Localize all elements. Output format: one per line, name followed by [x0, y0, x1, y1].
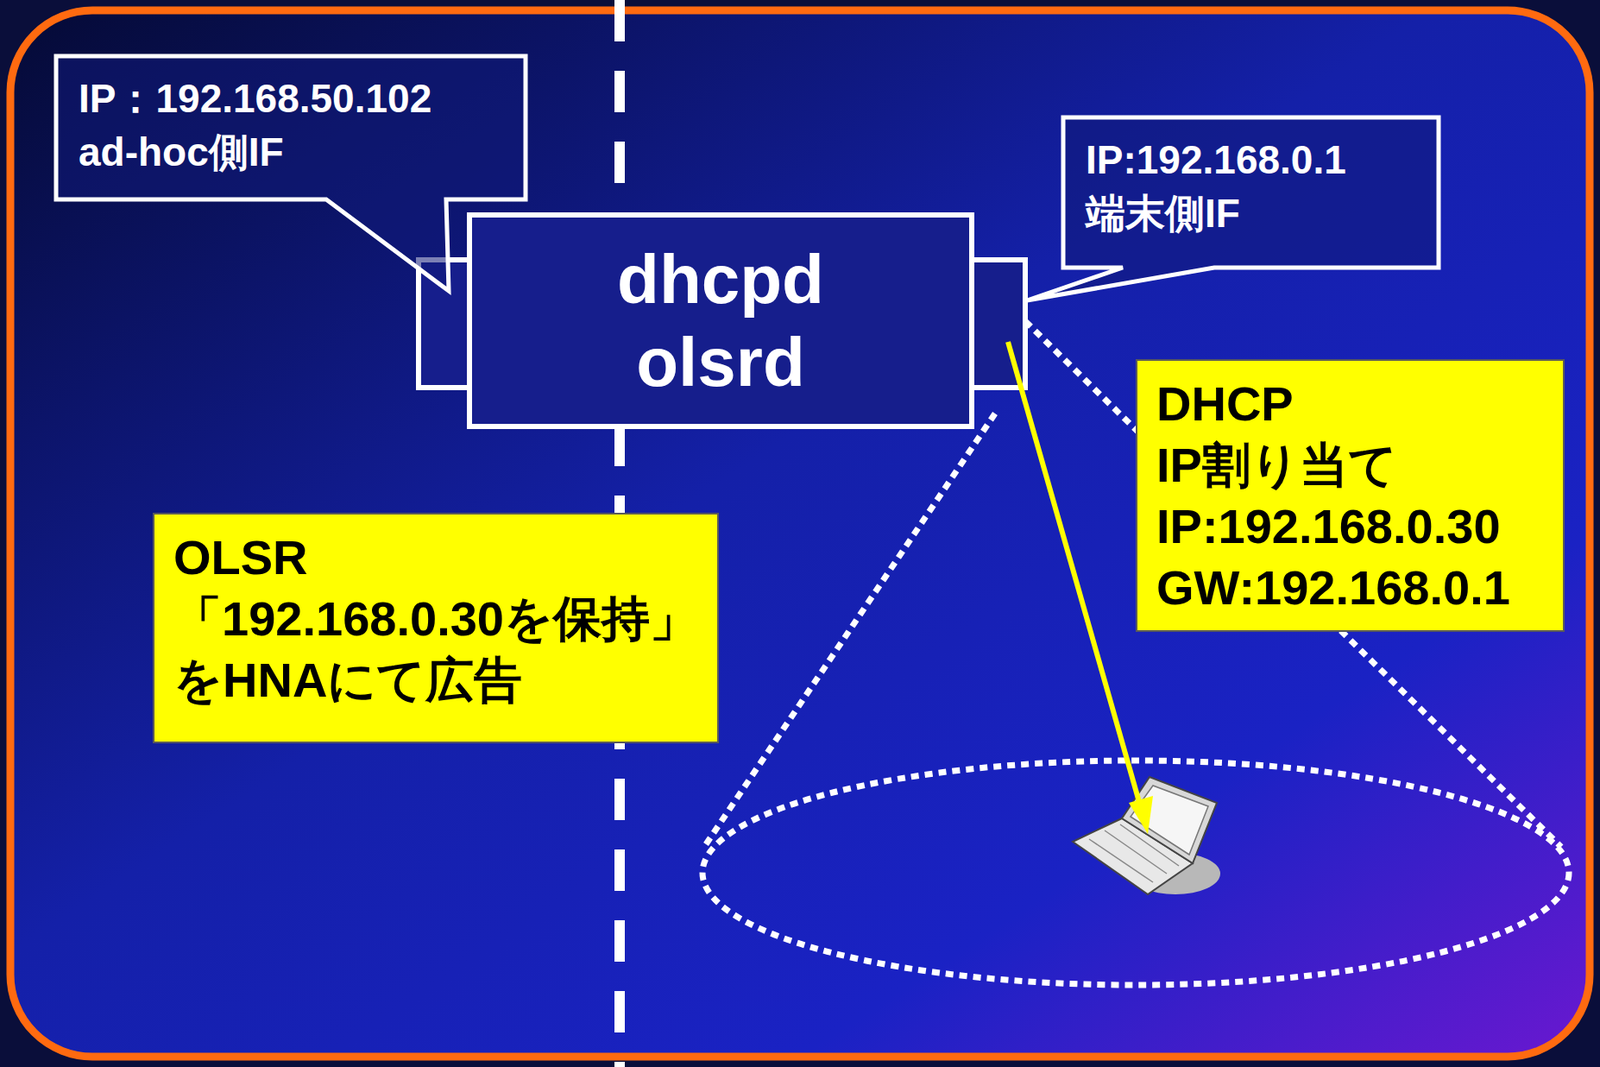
heading-text: IP：192.168.50.102 — [78, 71, 504, 126]
callout-shape — [1026, 117, 1439, 301]
body-text: IP割り当て — [1156, 434, 1544, 496]
body-text: 「192.168.0.30を保持」 — [173, 587, 699, 649]
note-box: OLSR「192.168.0.30を保持」をHNAにて広告 — [152, 512, 719, 744]
assign-arrowhead — [1128, 795, 1153, 834]
body-text: をHNAにて広告 — [173, 648, 699, 711]
body-text: 端末側IF — [1085, 186, 1417, 240]
heading-text: DHCP — [1156, 372, 1544, 435]
laptop-keys — [1089, 838, 1153, 882]
body-text: GW:192.168.0.1 — [1156, 556, 1544, 618]
note-box: DHCPIP割り当てIP:192.168.0.30GW:192.168.0.1 — [1135, 359, 1565, 632]
callout-shape — [56, 56, 526, 291]
heading-text: dhcpd — [617, 238, 825, 322]
body-text: olsrd — [636, 321, 806, 404]
router-box: dhcpdolsrd — [466, 212, 975, 429]
body-text: ad-hoc側IF — [78, 125, 504, 179]
assign-arrow — [1007, 341, 1141, 808]
heading-text: IP:192.168.0.1 — [1085, 132, 1417, 187]
body-text: IP:192.168.0.30 — [1156, 495, 1544, 557]
interface-callout: IP：192.168.50.102ad-hoc側IF — [56, 56, 526, 200]
frame — [10, 10, 1590, 1057]
interface-callout: IP:192.168.0.1端末側IF — [1063, 117, 1439, 268]
heading-text: OLSR — [173, 526, 699, 588]
coverage-line — [704, 413, 996, 847]
